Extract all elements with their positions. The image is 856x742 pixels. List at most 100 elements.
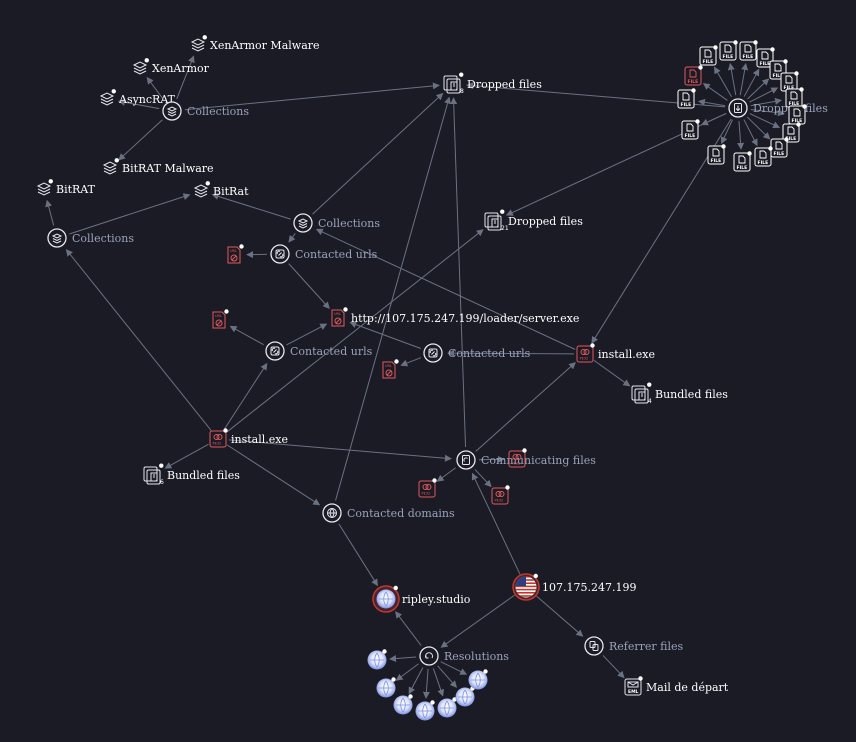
node-marker-dot (590, 343, 595, 348)
node-url-url_c[interactable]: URL (382, 359, 399, 379)
node-marker-dot (432, 478, 437, 483)
node-relation-dropped-files[interactable]: Dropped files (728, 98, 828, 118)
node-file-f2[interactable]: FILE (719, 40, 738, 61)
node-file-f5[interactable]: FILE (684, 65, 703, 86)
node-label: Dropped files (508, 215, 583, 228)
node-relation-contacted-urls[interactable]: Contacted urls (423, 343, 531, 363)
node-collection-xenarmor[interactable]: XenArmor (132, 58, 210, 75)
edge-install_r-to-bundled_r (593, 359, 631, 387)
edge-resolutions-to-g4 (422, 668, 430, 699)
node-globe-g3[interactable] (393, 694, 413, 715)
node-file-f11[interactable]: FILE (681, 119, 700, 140)
edge-coll2-to-bitrat (69, 193, 191, 235)
node-file-f9[interactable]: FILE (785, 87, 804, 108)
node-file-f16[interactable]: FILE (733, 151, 752, 172)
node-exe-exe_c2[interactable]: PE32 (418, 478, 437, 498)
edge-ip-to-referrer (536, 595, 584, 637)
node-relation-contacted-domains[interactable]: Contacted domains (322, 503, 455, 523)
node-file-f13[interactable]: FILE (770, 137, 789, 158)
node-relation-collections[interactable]: Collections (47, 228, 134, 248)
edge-dropped_hub-to-f13 (746, 116, 771, 140)
edge-referrer-to-mail (602, 655, 625, 679)
node-label: Collections (318, 217, 380, 230)
node-domain-ripley-studio[interactable]: ripley.studio (372, 585, 471, 613)
node-marker-dot (159, 463, 164, 468)
node-url-url_a[interactable]: URL (227, 244, 244, 264)
node-label: 107.175.247.199 (542, 581, 636, 594)
node-globe-g5[interactable] (437, 697, 457, 718)
node-collection-asyncrat[interactable]: AsyncRAT (99, 89, 176, 106)
node-marker-dot (794, 71, 799, 76)
svg-text:FILE: FILE (711, 158, 722, 164)
node-globe-g1[interactable] (367, 649, 387, 670)
node-marker-dot (144, 58, 149, 63)
svg-text:PE32: PE32 (422, 492, 431, 496)
node-file-f15[interactable]: FILE (754, 146, 773, 167)
svg-text:PE32: PE32 (495, 499, 504, 503)
node-marker-dot (500, 209, 505, 214)
node-relation-collections[interactable]: Collections (293, 213, 380, 233)
edge-dropped_hub-to-f8 (697, 98, 726, 107)
node-collection-xenarmor-malware[interactable]: XenArmor Malware (190, 35, 320, 52)
node-marker-dot (802, 104, 807, 109)
node-relation-communicating-files[interactable]: Communicating files (456, 450, 596, 470)
node-url-url_b[interactable]: URL (212, 309, 229, 329)
edge-dropped_hub-to-f12 (749, 113, 781, 129)
node-relation-contacted-urls[interactable]: Contacted urls (265, 341, 373, 361)
node-file-f3[interactable]: FILE (739, 40, 758, 61)
node-exe-exe_c3[interactable]: PE32 (491, 485, 510, 505)
node-label: Mail de départ (646, 681, 729, 694)
node-ip-107-175-247-199[interactable]: 107.175.247.199 (512, 573, 636, 601)
node-email-mail-de-d-part[interactable]: EML Mail de départ (624, 676, 729, 696)
node-globe-g2[interactable] (376, 677, 396, 698)
node-marker-dot (770, 47, 775, 52)
svg-text:FILE: FILE (774, 151, 785, 157)
node-relation-resolutions[interactable]: Resolutions (419, 646, 509, 666)
file-count: 4 (648, 398, 652, 405)
node-label: BitRAT (56, 183, 96, 196)
edge-curls2-to-url_main (286, 323, 328, 346)
node-collection-bitrat[interactable]: BitRat (193, 181, 249, 198)
edge-ip-to-resolutions (440, 594, 515, 648)
node-label: Dropped files (467, 78, 542, 91)
node-globe-g4[interactable] (415, 700, 435, 721)
node-relation-contacted-urls[interactable]: Contacted urls (270, 244, 378, 264)
edge-comm-to-install_r (475, 362, 576, 452)
edge-curls3-to-url_main (349, 321, 421, 349)
edge-dropped_hub-to-f4 (743, 68, 760, 97)
node-file-f8[interactable]: FILE (677, 88, 696, 109)
edge-dropped_hub-to-f9 (750, 97, 783, 107)
node-relation-referrer-files[interactable]: Referrer files (584, 636, 684, 656)
node-marker-dot (647, 382, 652, 387)
svg-text:FILE: FILE (786, 136, 797, 142)
node-marker-dot (721, 144, 726, 149)
node-globe-g7[interactable] (468, 669, 488, 690)
node-globe-g6[interactable] (455, 686, 475, 707)
node-marker-dot (753, 40, 758, 45)
node-collection-bitrat[interactable]: BitRAT (36, 179, 96, 196)
svg-text:PE32: PE32 (213, 442, 222, 446)
node-file-f1[interactable]: FILE (699, 45, 718, 66)
svg-text:EML: EML (628, 689, 639, 695)
svg-text:PE32: PE32 (580, 357, 589, 361)
node-collection-bitrat-malware[interactable]: BitRAT Malware (102, 158, 214, 175)
node-label: XenArmor Malware (210, 39, 320, 52)
edge-install_l-to-bundled_l (164, 443, 209, 469)
edge-coll1-to-asyncrat (117, 98, 160, 110)
node-layer: XenArmor MalwareXenArmorAsyncRATCollecti… (36, 35, 828, 721)
node-file-f14[interactable]: FILE (707, 144, 726, 165)
file-count: 8 (460, 88, 464, 95)
edge-dropped_hub-to-f1 (714, 66, 732, 97)
node-file-f10[interactable]: FILE (788, 104, 807, 125)
node-file-f4[interactable]: FILE (756, 47, 775, 68)
node-exe-exe_c1[interactable]: PE32 (508, 448, 527, 468)
node-file-f7[interactable]: FILE (780, 71, 799, 92)
node-relation-collections[interactable]: Collections (162, 101, 249, 121)
